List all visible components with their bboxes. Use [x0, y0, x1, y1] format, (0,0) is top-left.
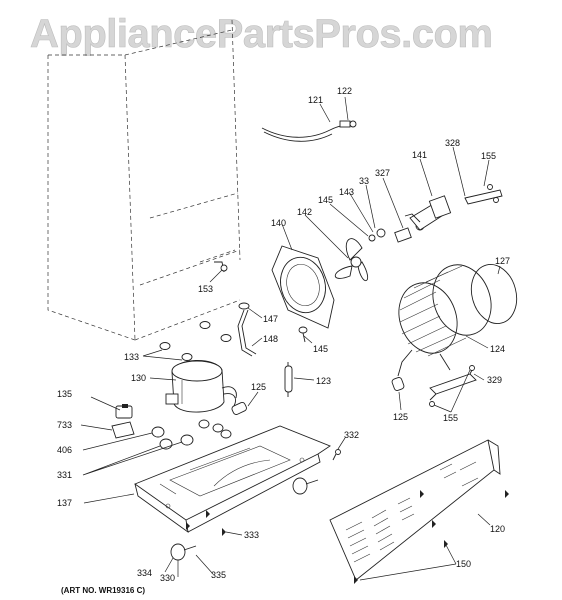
access-cover	[329, 439, 509, 584]
part-label-328: 328	[445, 138, 460, 148]
part-label-145-mid: 145	[313, 344, 328, 354]
part-label-155-top: 155	[481, 151, 496, 161]
part-label-329: 329	[487, 375, 502, 385]
part-label-124: 124	[490, 344, 505, 354]
condenser-gasket	[470, 264, 518, 324]
part-label-141: 141	[412, 150, 427, 160]
part-label-135: 135	[57, 389, 72, 399]
part-label-330: 330	[160, 573, 175, 583]
part-label-127: 127	[495, 256, 510, 266]
relay-overload	[111, 404, 135, 439]
condenser-coil	[397, 264, 492, 377]
refrigerator-cabinet	[47, 19, 241, 341]
part-label-147: 147	[263, 314, 278, 324]
drain-parts	[214, 261, 257, 357]
part-label-327: 327	[375, 168, 390, 178]
part-label-331: 331	[57, 470, 72, 480]
watermark-text: AppliancePartsPros.com	[30, 12, 493, 56]
part-label-145-top: 145	[318, 195, 333, 205]
part-label-733: 733	[57, 420, 72, 430]
roller-assembly	[170, 477, 319, 561]
fan-blade	[334, 238, 368, 281]
part-label-125-right: 125	[393, 412, 408, 422]
compressor	[165, 360, 237, 413]
part-label-333: 333	[244, 530, 259, 540]
part-label-150: 150	[456, 559, 471, 569]
part-label-335: 335	[211, 570, 226, 580]
fan-shroud	[271, 245, 335, 329]
compressor-grommets	[151, 419, 232, 450]
leader-lines	[80, 96, 501, 581]
bracket-329	[429, 365, 477, 407]
part-label-123: 123	[316, 376, 331, 386]
part-labels: 121 122 328 141 155 33 327 143 145 142 1…	[57, 86, 510, 583]
part-label-406: 406	[57, 445, 72, 455]
part-label-125-left: 125	[251, 382, 266, 392]
part-label-33: 33	[359, 176, 369, 186]
part-label-334: 334	[137, 568, 152, 578]
screw-145	[298, 326, 308, 343]
part-label-153: 153	[198, 284, 213, 294]
wire-harness	[261, 120, 357, 142]
grommets	[159, 321, 232, 361]
fan-motor	[368, 184, 503, 243]
part-label-142: 142	[297, 207, 312, 217]
part-label-332: 332	[344, 430, 359, 440]
part-label-148: 148	[263, 334, 278, 344]
part-label-120: 120	[490, 524, 505, 534]
dryer-parts	[231, 362, 405, 415]
part-label-133: 133	[124, 352, 139, 362]
part-label-140: 140	[271, 218, 286, 228]
part-label-122: 122	[337, 86, 352, 96]
compressor-base	[134, 425, 331, 534]
part-label-130: 130	[131, 373, 146, 383]
part-label-155-bottom: 155	[443, 413, 458, 423]
screws-332-333	[186, 449, 341, 536]
art-number: (ART NO. WR19316 C)	[61, 586, 145, 595]
part-label-121: 121	[308, 95, 323, 105]
part-label-143: 143	[339, 187, 354, 197]
part-label-137: 137	[57, 498, 72, 508]
